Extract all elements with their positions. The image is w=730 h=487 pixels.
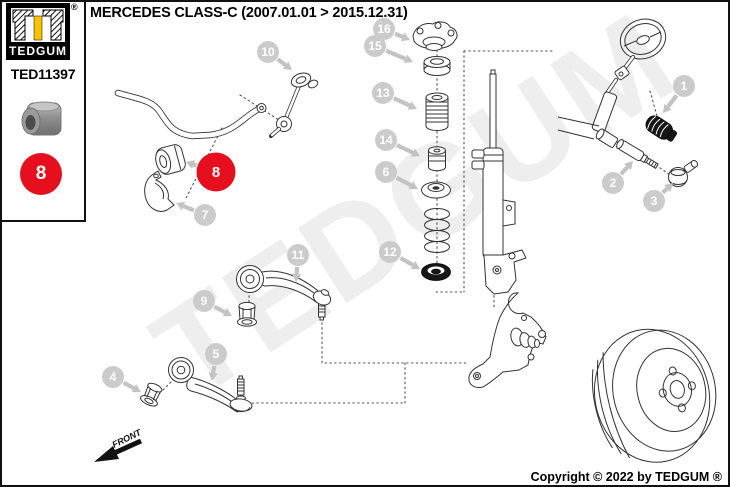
stabilizer-bushing	[155, 144, 186, 175]
svg-text:6: 6	[383, 165, 390, 179]
wheel-tire	[591, 328, 717, 463]
upper-control-arm	[236, 265, 332, 321]
svg-text:15: 15	[368, 39, 382, 53]
callout-7: 7	[176, 201, 216, 226]
callout-3: 3	[643, 183, 673, 212]
strut-mount	[412, 21, 458, 51]
svg-text:10: 10	[261, 45, 275, 59]
svg-text:13: 13	[376, 86, 390, 100]
upper-arm-bushing	[237, 301, 257, 327]
registered-trademark: ®	[71, 2, 78, 12]
svg-text:12: 12	[383, 245, 397, 259]
spring-seat-upper	[421, 181, 451, 199]
strut-bearing	[423, 56, 451, 76]
steering-rack-boot	[645, 115, 677, 142]
stabilizer-bar	[114, 89, 267, 140]
svg-text:16: 16	[377, 22, 391, 36]
svg-text:14: 14	[379, 133, 393, 147]
callout-1: 1	[663, 75, 695, 113]
callout-16: 16	[373, 18, 410, 42]
steering-knuckle	[468, 292, 547, 388]
svg-text:1: 1	[681, 79, 688, 93]
brand-name: TEDGUM	[9, 44, 67, 58]
callout-4: 4	[102, 366, 141, 393]
part-info-panel: TEDGUM ® TED11397 8	[2, 2, 86, 222]
callout-6: 6	[375, 161, 418, 190]
callout-14: 14	[375, 129, 420, 157]
lower-control-arm	[168, 357, 253, 413]
svg-text:8: 8	[212, 164, 220, 181]
tedgum-logo: TEDGUM	[6, 3, 70, 60]
callout-8: 8	[186, 152, 236, 192]
svg-text:4: 4	[110, 370, 117, 384]
callout-5: 5	[205, 343, 227, 381]
strut-dust-boot	[425, 92, 449, 131]
part-number: TED11397	[10, 66, 76, 82]
stabilizer-bracket	[144, 170, 175, 212]
coil-spring	[424, 208, 450, 253]
tie-rod	[616, 139, 659, 169]
callout-13: 13	[372, 82, 417, 110]
svg-text:7: 7	[202, 208, 209, 222]
spring-seat-lower	[421, 263, 451, 281]
stabilizer-link	[269, 72, 319, 138]
callout-9: 9	[193, 290, 232, 317]
callout-15: 15	[364, 35, 413, 64]
logo-yellow-bar	[33, 15, 43, 41]
svg-text:5: 5	[213, 347, 220, 361]
callout-10: 10	[257, 41, 292, 70]
tie-rod-end	[668, 159, 699, 187]
svg-text:11: 11	[292, 248, 305, 262]
highlighted-part-number: 8	[35, 163, 47, 184]
part-photo-bushing	[21, 101, 62, 136]
lower-arm-bushing	[140, 382, 163, 407]
copyright-notice: Copyright © 2022 by TEDGUM ®	[530, 470, 722, 484]
bump-stop	[428, 146, 446, 172]
svg-text:2: 2	[610, 176, 617, 190]
callout-11: 11	[287, 244, 309, 282]
svg-text:3: 3	[651, 194, 658, 208]
svg-text:9: 9	[201, 294, 208, 308]
steering-column	[557, 18, 667, 148]
callout-2: 2	[602, 161, 633, 194]
callout-12: 12	[379, 241, 420, 270]
highlighted-part-number-badge: 8	[20, 153, 62, 195]
shock-absorber-strut	[471, 69, 527, 295]
page-title: MERCEDES CLASS-C (2007.01.01 > 2015.12.3…	[90, 5, 408, 21]
